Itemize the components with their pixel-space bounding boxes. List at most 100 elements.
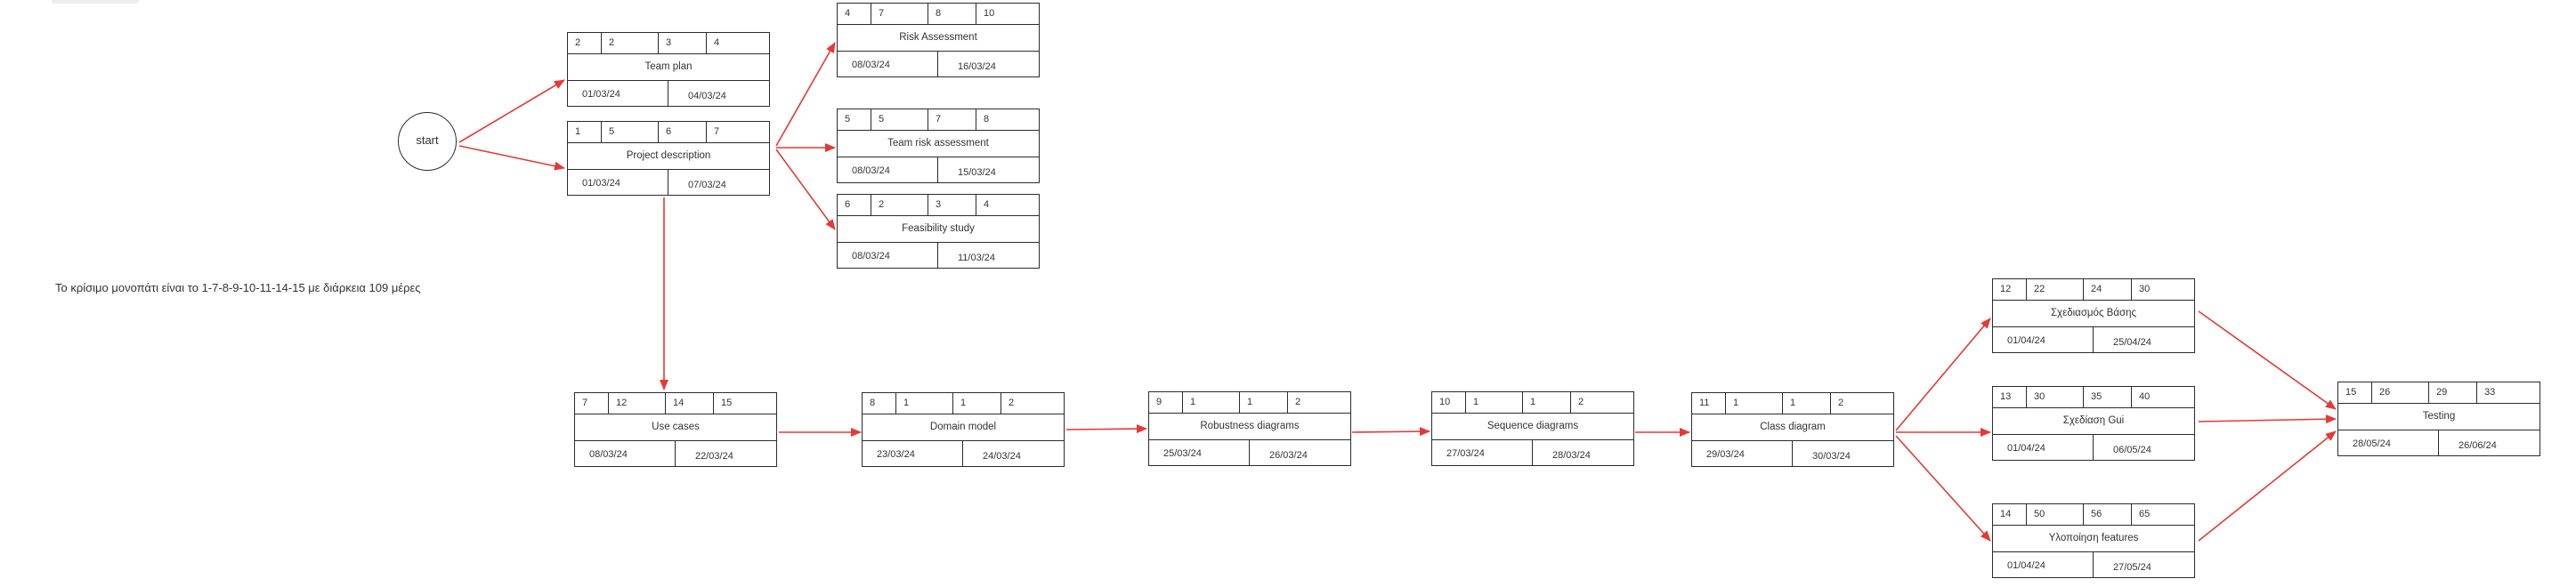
task-value-3: 4 <box>984 199 990 210</box>
task-number: 8 <box>863 393 896 414</box>
task-number: 12 <box>1993 279 2027 300</box>
task-name: Σχεδίαση Gui <box>1993 408 2194 435</box>
task-value-1: 2 <box>871 195 928 215</box>
task-start-date: 23/03/24 <box>863 441 963 467</box>
task-value-3: 2 <box>1578 397 1584 407</box>
task-name: Feasibility study <box>838 216 1039 243</box>
task-start-date: 25/03/24 <box>1149 440 1250 466</box>
task-end-date: 16/03/24 <box>958 61 996 72</box>
task-end-date: 07/03/24 <box>688 180 726 190</box>
task-name: Υλοποίηση features <box>1993 526 2194 552</box>
task-value-1: 50 <box>2027 504 2084 525</box>
task-value-1: 1 <box>1466 392 1523 413</box>
task-name: Use cases <box>575 414 776 441</box>
task-start-date: 29/03/24 <box>1692 441 1793 467</box>
task-end-date: 28/03/24 <box>1552 450 1591 461</box>
task-name: Team risk assessment <box>838 131 1039 157</box>
task-start-date: 01/04/24 <box>1993 552 2094 578</box>
task-end-date: 25/04/24 <box>2113 337 2151 348</box>
task-value-3: 65 <box>2139 509 2151 519</box>
task-name: Σχεδιασμός Βάσης <box>1993 301 2194 327</box>
task-value-3: 2 <box>1295 397 1301 407</box>
task-value-1: 30 <box>2027 387 2084 407</box>
task-end-date: 06/05/24 <box>2113 445 2151 455</box>
task-value-1: 1 <box>1183 392 1240 413</box>
task-start-date: 08/03/24 <box>575 441 676 467</box>
task-value-2: 1 <box>1783 393 1831 414</box>
task-number: 2 <box>568 33 602 53</box>
task-value-3: 2 <box>1009 398 1015 408</box>
task-start-date: 08/03/24 <box>838 157 938 183</box>
task-value-2: 35 <box>2084 387 2132 407</box>
task-value-2: 1 <box>1240 392 1288 413</box>
task-value-1: 22 <box>2027 279 2084 300</box>
task-value-2: 3 <box>928 195 976 215</box>
task-value-2: 29 <box>2429 382 2477 403</box>
task-end-date: 24/03/24 <box>983 451 1021 462</box>
task-value-3: 40 <box>2139 391 2151 402</box>
task-value-2: 3 <box>659 33 707 53</box>
task-name: Testing <box>2338 404 2540 430</box>
task-number: 13 <box>1993 387 2027 407</box>
start-node: start <box>398 112 457 171</box>
task-name: Project description <box>568 143 769 170</box>
task-name: Robustness diagrams <box>1149 414 1350 440</box>
task-number: 10 <box>1432 392 1466 413</box>
arrow-class-diagram-to-database-design <box>1895 318 1991 431</box>
task-start-date: 28/05/24 <box>2338 430 2439 456</box>
task-value-2: 24 <box>2084 279 2132 300</box>
task-number: 15 <box>2338 382 2372 403</box>
top-edge-strip <box>52 0 139 4</box>
task-value-1: 1 <box>1726 393 1783 414</box>
task-number: 9 <box>1149 392 1183 413</box>
task-value-3: 30 <box>2139 284 2151 294</box>
task-value-1: 7 <box>871 4 928 24</box>
task-end-date: 30/03/24 <box>1812 451 1851 462</box>
task-value-3: 4 <box>714 37 720 48</box>
task-value-1: 1 <box>896 393 953 414</box>
task-value-2: 56 <box>2084 504 2132 525</box>
arrow-domain-model-to-robustness-diagrams <box>1065 424 1147 434</box>
arrow-features-implementation-to-testing <box>2198 430 2337 542</box>
task-end-date: 26/06/24 <box>2459 440 2497 451</box>
arrow-project-description-to-risk-assessment <box>775 42 836 147</box>
task-number: 1 <box>568 122 602 142</box>
task-number: 11 <box>1692 393 1726 414</box>
task-value-1: 5 <box>602 122 659 142</box>
task-value-3: 10 <box>984 8 995 19</box>
critical-path-note: Το κρίσιμο μονοπάτι είναι το 1-7-8-9-10-… <box>55 281 421 294</box>
arrow-gui-design-to-testing <box>2198 414 2337 424</box>
arrow-start-to-team-plan <box>458 79 565 143</box>
task-start-date: 01/03/24 <box>568 81 668 107</box>
task-start-date: 01/04/24 <box>1993 435 2094 461</box>
arrow-robustness-diagrams-to-sequence-diagrams <box>1351 427 1430 437</box>
arrow-project-description-to-feasibility-study <box>775 149 836 230</box>
task-start-date: 27/03/24 <box>1432 440 1533 466</box>
task-name: Class diagram <box>1692 414 1893 441</box>
task-value-2: 7 <box>928 109 976 130</box>
task-value-1: 5 <box>871 109 928 130</box>
